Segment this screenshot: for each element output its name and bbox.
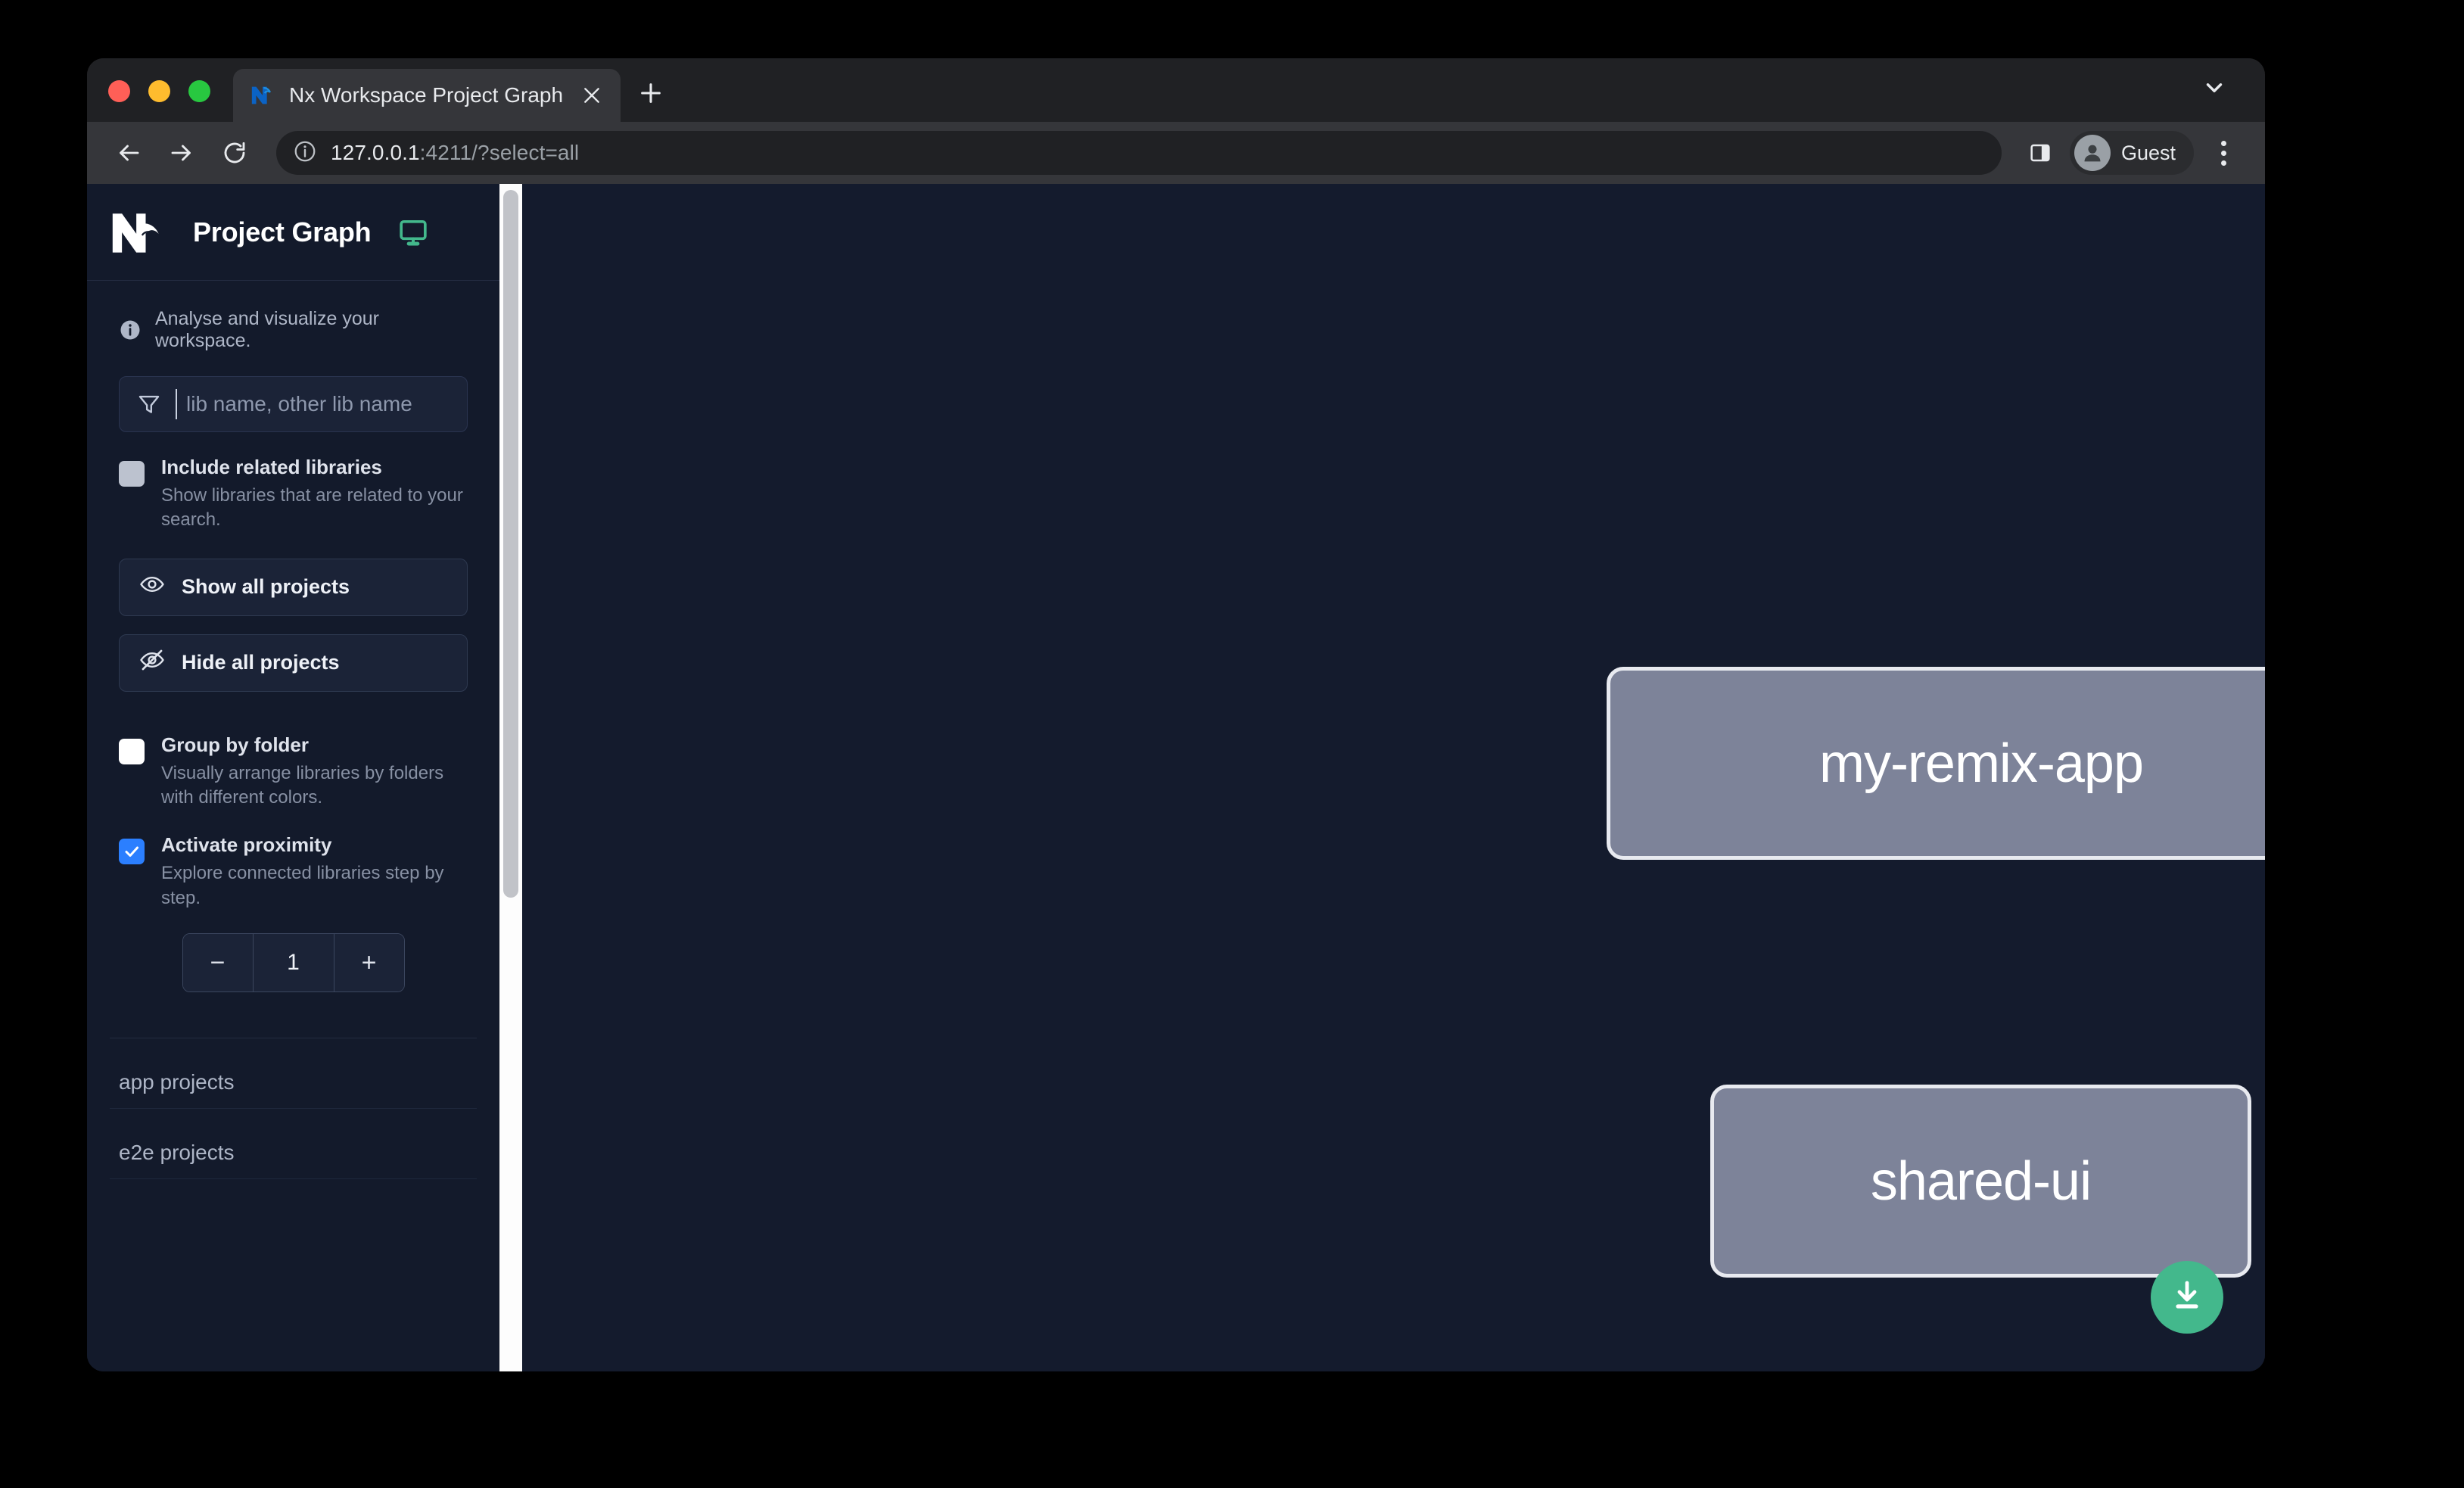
project-graph-canvas[interactable]: my-remix-app shared-ui xyxy=(522,184,2265,1371)
show-all-projects-button[interactable]: Show all projects xyxy=(119,558,468,616)
download-icon xyxy=(2169,1278,2205,1318)
url-path: :4211/?select=all xyxy=(419,141,580,164)
text-cursor xyxy=(176,389,177,419)
checkbox-group-by-folder[interactable] xyxy=(119,738,145,764)
address-bar[interactable]: 127.0.0.1:4211/?select=all xyxy=(276,131,2002,175)
hide-all-projects-label: Hide all projects xyxy=(182,651,340,674)
option-label: Include related libraries xyxy=(161,456,382,478)
visibility-buttons: Show all projects Hide all projects xyxy=(110,533,477,692)
reload-icon[interactable] xyxy=(211,129,258,176)
project-group-app-projects[interactable]: app projects xyxy=(110,1038,477,1110)
download-graph-button[interactable] xyxy=(2151,1261,2223,1334)
proximity-increment-button[interactable]: + xyxy=(334,934,404,992)
graph-node-shared-ui[interactable]: shared-ui xyxy=(1710,1085,2251,1278)
hide-all-projects-button[interactable]: Hide all projects xyxy=(119,633,468,692)
monitor-icon[interactable] xyxy=(398,217,428,247)
sidebar-controls: Analyse and visualize your workspace. li… xyxy=(87,281,499,1039)
option-group-by-folder[interactable]: Group by folder Visually arrange librari… xyxy=(110,710,477,811)
sidebar-header: Project Graph xyxy=(87,184,499,281)
proximity-value: 1 xyxy=(252,934,334,992)
side-panel-icon[interactable] xyxy=(2018,131,2062,175)
kebab-menu-icon[interactable] xyxy=(2201,131,2245,175)
chevron-down-icon[interactable] xyxy=(2194,67,2235,108)
option-label: Group by folder xyxy=(161,733,309,756)
window-controls xyxy=(108,80,233,122)
forward-arrow-icon[interactable] xyxy=(158,129,205,176)
nx-logo-icon xyxy=(110,209,167,256)
info-icon xyxy=(119,319,142,341)
maximize-window-button[interactable] xyxy=(188,80,210,102)
sidebar-scrollbar-thumb[interactable] xyxy=(503,190,518,898)
browser-window: Nx Workspace Project Graph xyxy=(87,58,2265,1371)
funnel-icon xyxy=(136,391,162,417)
eye-off-icon xyxy=(139,647,165,678)
url-host: 127.0.0.1 xyxy=(331,141,420,164)
browser-toolbar: 127.0.0.1:4211/?select=all Guest xyxy=(87,122,2265,184)
workspace-info: Analyse and visualize your workspace. xyxy=(110,281,477,376)
minimize-window-button[interactable] xyxy=(148,80,170,102)
proximity-decrement-button[interactable]: − xyxy=(182,934,253,992)
option-include-related-libraries[interactable]: Include related libraries Show libraries… xyxy=(110,432,477,533)
option-description: Show libraries that are related to your … xyxy=(161,484,463,531)
graph-node-my-remix-app[interactable]: my-remix-app xyxy=(1607,667,2265,860)
sidebar-body: Analyse and visualize your workspace. li… xyxy=(87,281,499,1371)
show-all-projects-label: Show all projects xyxy=(182,575,350,599)
tab-strip: Nx Workspace Project Graph xyxy=(87,58,2265,122)
graph-edge-layer xyxy=(522,184,749,297)
sidebar-scrollbar[interactable] xyxy=(499,184,522,1371)
search-input-placeholder: lib name, other lib name xyxy=(186,392,412,416)
page-title: Project Graph xyxy=(193,216,372,247)
profile-name: Guest xyxy=(2120,141,2176,164)
project-group-e2e-projects[interactable]: e2e projects xyxy=(110,1109,477,1180)
option-description: Explore connected libraries step by step… xyxy=(161,863,444,908)
user-avatar-icon xyxy=(2074,135,2111,171)
tab-title: Nx Workspace Project Graph xyxy=(289,83,564,107)
close-window-button[interactable] xyxy=(108,80,130,102)
sidebar: Project Graph xyxy=(87,184,499,1371)
toolbar-right-actions: Guest xyxy=(2018,131,2245,175)
option-label: Activate proximity xyxy=(161,833,332,857)
option-description: Visually arrange libraries by folders wi… xyxy=(161,762,444,808)
plus-icon[interactable] xyxy=(627,69,675,117)
browser-tab[interactable]: Nx Workspace Project Graph xyxy=(233,69,621,122)
checkbox-include-related-libraries[interactable] xyxy=(119,461,145,487)
search-input[interactable]: lib name, other lib name xyxy=(119,376,468,432)
option-activate-proximity[interactable]: Activate proximity Explore connected lib… xyxy=(110,810,477,911)
address-bar-url: 127.0.0.1:4211/?select=all xyxy=(331,141,579,165)
close-icon[interactable] xyxy=(577,80,607,111)
nx-favicon-icon xyxy=(250,82,275,108)
proximity-stepper: − 1 + xyxy=(110,911,477,993)
workspace-info-text: Analyse and visualize your workspace. xyxy=(155,308,379,351)
checkbox-activate-proximity[interactable] xyxy=(119,839,145,865)
profile-button[interactable]: Guest xyxy=(2069,131,2194,175)
project-groups: app projects e2e projects xyxy=(87,1038,499,1180)
back-arrow-icon[interactable] xyxy=(105,129,152,176)
eye-icon xyxy=(139,571,165,602)
info-circle-icon[interactable] xyxy=(293,139,317,167)
page-content: Project Graph xyxy=(87,184,2265,1371)
